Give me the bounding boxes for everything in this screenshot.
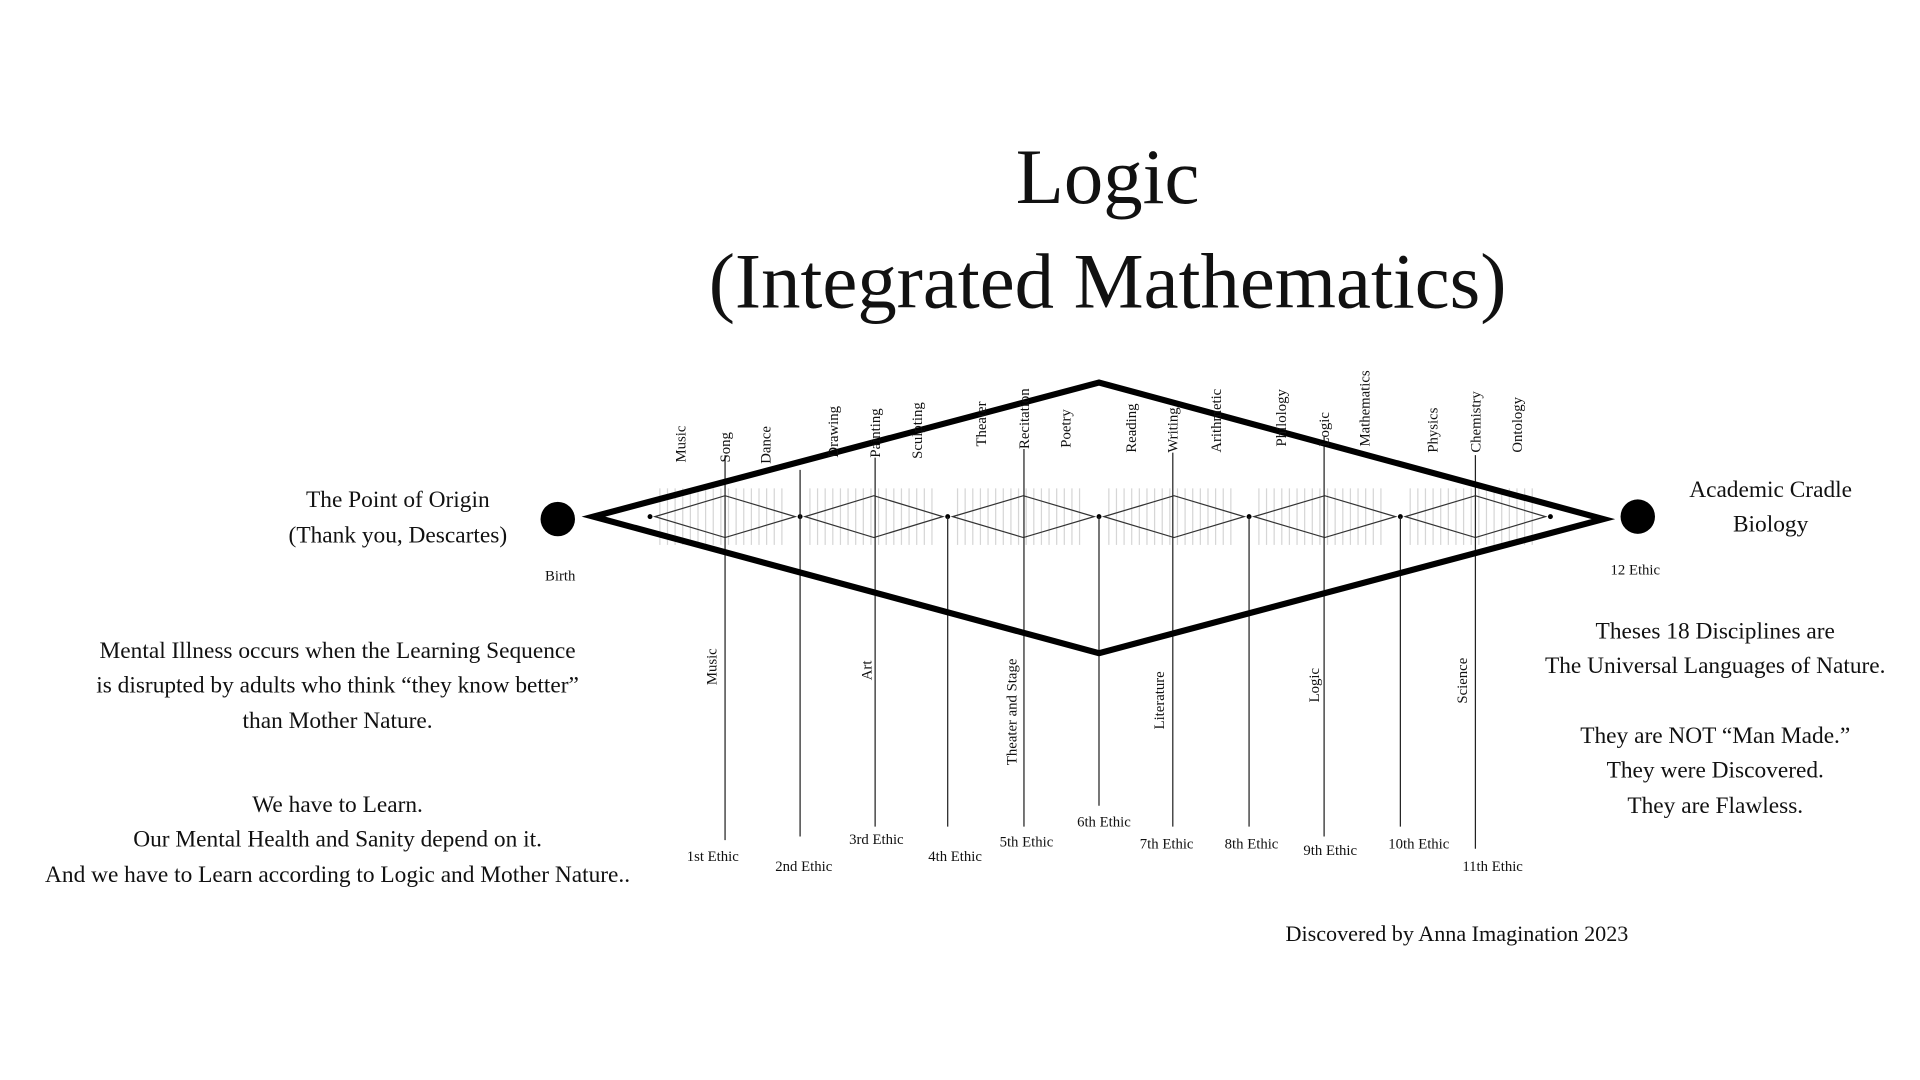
- left-text-line: Our Mental Health and Sanity depend on i…: [133, 826, 542, 852]
- ethic-diamond: [950, 495, 1097, 539]
- cradle-label-1: Academic Cradle: [1689, 477, 1852, 503]
- discipline-labels: Music Song Dance Drawing Painting Sculpting Th…: [674, 370, 1526, 464]
- title-line-1: Logic: [1016, 134, 1200, 221]
- right-text-line: They are Flawless.: [1627, 793, 1803, 819]
- discipline-label: Philology: [1274, 389, 1290, 447]
- cradle-label-2: Biology: [1733, 511, 1809, 537]
- discipline-label: Song: [718, 432, 734, 463]
- ethic-diamond: [1403, 495, 1548, 539]
- left-text-line: Mental Illness occurs when the Learning …: [100, 638, 576, 664]
- right-text-line: They are NOT “Man Made.”: [1580, 723, 1850, 749]
- right-paragraph: Theses 18 Disciplines are The Universal …: [1545, 618, 1886, 819]
- cradle-dot: [1620, 499, 1655, 534]
- discipline-label: Theater: [974, 401, 990, 446]
- left-text-line: is disrupted by adults who think “they k…: [96, 673, 579, 699]
- ethic-label: 11th Ethic: [1462, 859, 1523, 875]
- discipline-label: Writing: [1166, 407, 1182, 453]
- ethic-label: 2nd Ethic: [775, 859, 832, 875]
- discipline-label: Arithmetic: [1209, 388, 1225, 452]
- ethic-lines: [724, 436, 1477, 849]
- ethic-diamonds: [647, 495, 1553, 539]
- credit: Discovered by Anna Imagination 2023: [1286, 921, 1629, 946]
- discipline-label: Painting: [868, 408, 884, 458]
- discipline-label: Ontology: [1510, 396, 1526, 452]
- group-label: Theater and Stage: [1005, 658, 1021, 765]
- group-label: Science: [1455, 657, 1471, 703]
- discipline-label: Reading: [1124, 403, 1140, 453]
- left-paragraph: Mental Illness occurs when the Learning …: [45, 638, 630, 888]
- main-diamond: [581, 379, 1616, 657]
- discipline-label: Dance: [759, 426, 775, 464]
- origin-label-2: (Thank you, Descartes): [289, 522, 508, 548]
- ethic-label: 1st Ethic: [687, 849, 739, 865]
- discipline-label: Logic: [1317, 412, 1333, 447]
- ethic-label: 8th Ethic: [1225, 837, 1279, 853]
- ethic-label: 3rd Ethic: [849, 832, 904, 848]
- left-text-line: We have to Learn.: [252, 792, 423, 818]
- 12th-ethic-label: 12 Ethic: [1611, 562, 1661, 578]
- discipline-label: Chemistry: [1468, 391, 1484, 453]
- right-text-line: They were Discovered.: [1607, 757, 1824, 783]
- birth-label: Birth: [545, 569, 576, 585]
- discipline-label: Physics: [1425, 407, 1441, 452]
- ethic-label: 9th Ethic: [1303, 843, 1357, 859]
- ethic-label: 4th Ethic: [928, 849, 982, 865]
- discipline-label: Sculpting: [910, 402, 926, 459]
- origin-dot: [540, 501, 575, 537]
- ethic-diamond: [1101, 495, 1247, 539]
- ethic-label: 7th Ethic: [1140, 837, 1194, 853]
- ethic-node: [647, 514, 653, 520]
- grid-hatching: [659, 488, 1533, 545]
- left-text-line: And we have to Learn according to Logic …: [45, 862, 630, 888]
- ethic-diamond: [1251, 495, 1398, 539]
- ethic-label: 5th Ethic: [1000, 834, 1054, 850]
- ethic-label: 10th Ethic: [1388, 837, 1449, 853]
- ethic-diamond: [802, 495, 945, 539]
- ethic-node: [1547, 514, 1553, 520]
- ethic-diamond: [652, 495, 798, 539]
- discipline-label: Recitation: [1017, 388, 1033, 449]
- origin-label-1: The Point of Origin: [306, 487, 490, 513]
- discipline-label: Drawing: [826, 405, 842, 457]
- group-label: Music: [704, 648, 720, 685]
- group-label: Literature: [1152, 671, 1168, 730]
- discipline-label: Music: [674, 425, 690, 462]
- discipline-label: Mathematics: [1358, 370, 1374, 446]
- group-label: Art: [859, 660, 875, 681]
- ethic-label: 6th Ethic: [1077, 815, 1131, 831]
- ethic-labels: 1st Ethic 2nd Ethic 3rd Ethic 4th Ethic 5th …: [687, 815, 1524, 875]
- group-label: Logic: [1307, 668, 1323, 703]
- discipline-label: Poetry: [1059, 409, 1075, 448]
- group-labels: Music Art Theater and Stage Literature Logic…: [704, 648, 1470, 765]
- left-text-line: than Mother Nature.: [243, 708, 433, 734]
- right-text-line: Theses 18 Disciplines are: [1596, 618, 1835, 644]
- right-text-line: The Universal Languages of Nature.: [1545, 653, 1886, 679]
- title-line-2: (Integrated Mathematics): [709, 239, 1507, 326]
